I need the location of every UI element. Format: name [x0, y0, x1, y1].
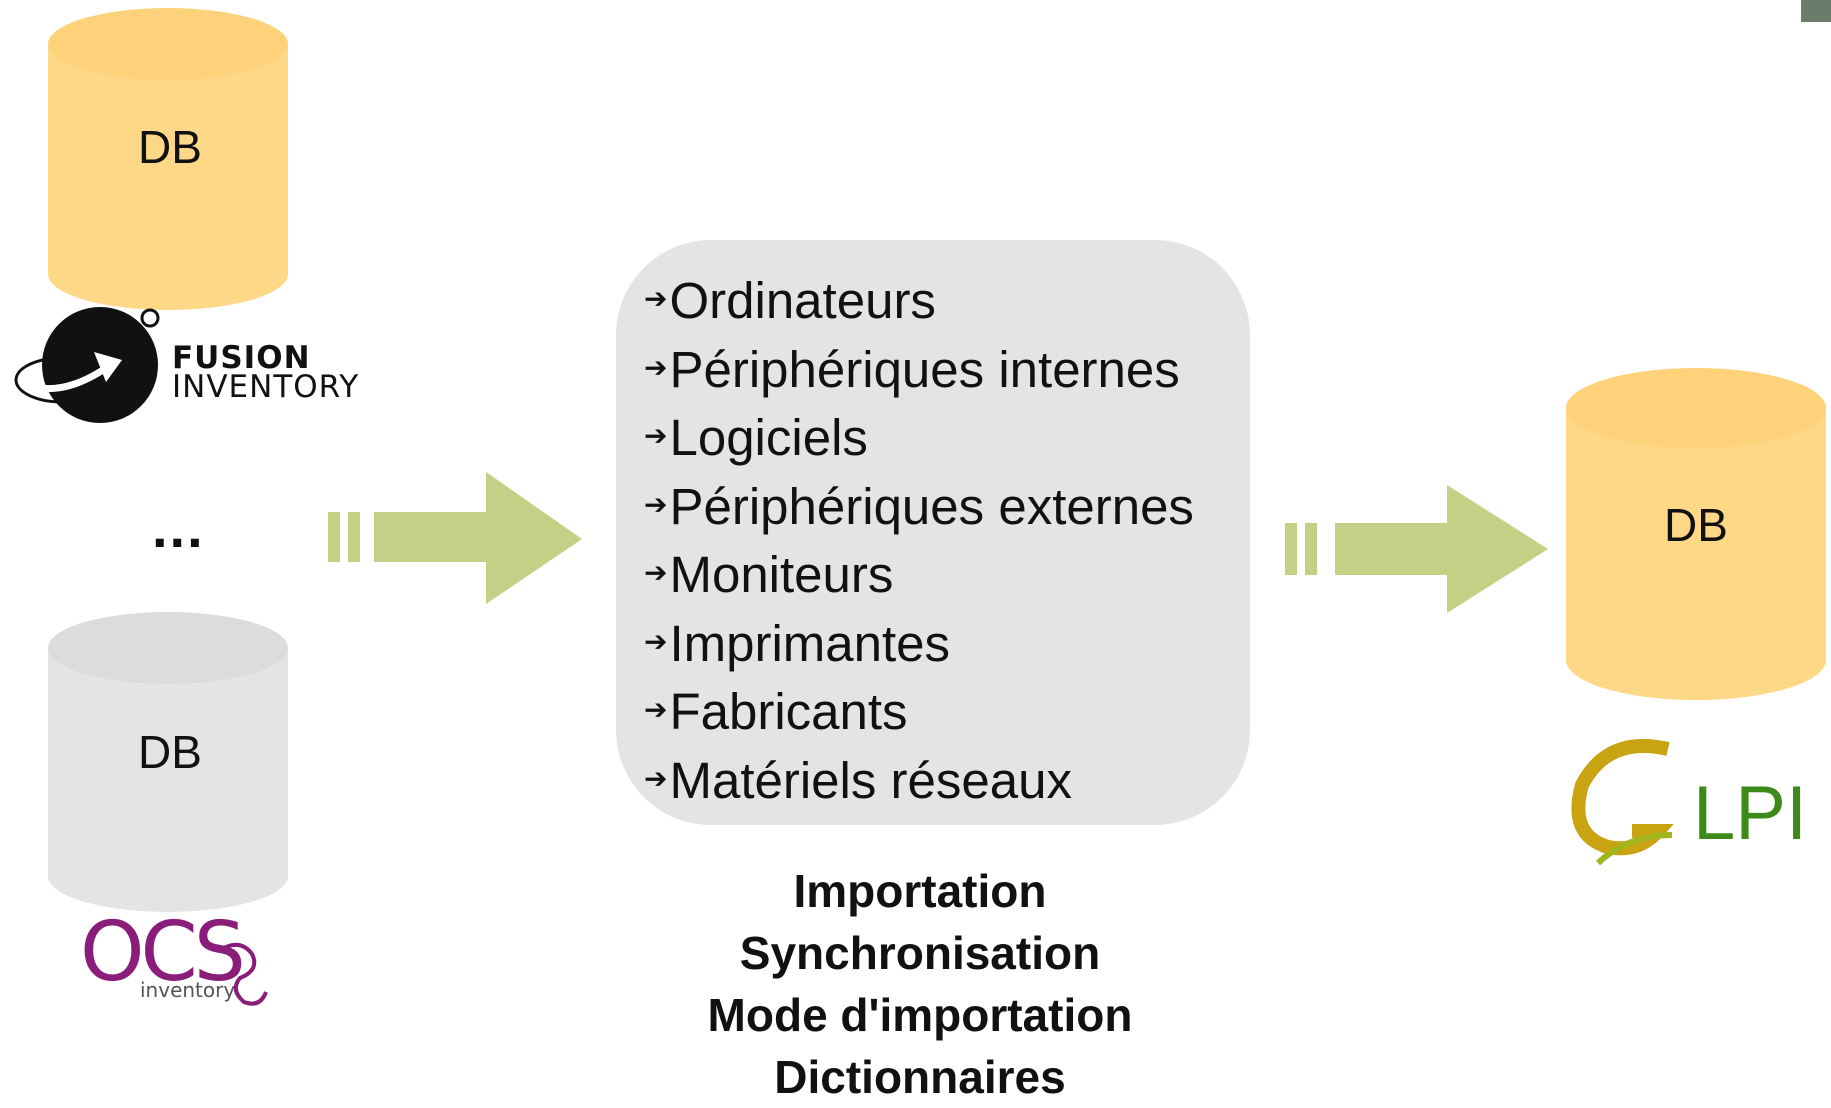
operation-label: Synchronisation — [739, 927, 1101, 979]
operation-label: Dictionnaires — [774, 1051, 1066, 1103]
fusion-logo-line1: FUSION — [172, 340, 311, 376]
target-db-cylinder — [1566, 368, 1826, 700]
top-db-label: DB — [138, 121, 202, 173]
bullet-arrow-icon: ➔ — [644, 625, 668, 657]
ocs-logo-subtitle: inventory — [140, 978, 236, 1002]
target-db-label: DB — [1664, 499, 1728, 551]
corner-decoration — [1801, 0, 1831, 22]
bullet-arrow-icon: ➔ — [644, 762, 668, 794]
list-item: ➔Fabricants — [644, 683, 908, 740]
list-item: ➔Matériels réseaux — [644, 751, 1072, 809]
more-sources-ellipsis: ... — [152, 496, 205, 559]
bullet-arrow-icon: ➔ — [644, 694, 668, 725]
operation-label: Importation — [793, 865, 1047, 917]
bullet-arrow-icon: ➔ — [644, 488, 668, 520]
operation-label: Mode d'importation — [707, 989, 1133, 1041]
ocs-ng-swirl-icon — [218, 942, 268, 1006]
operations-caption: Importation Synchronisation Mode d'impor… — [620, 860, 1220, 1108]
ocs-logo-word: OCS — [80, 905, 246, 1000]
list-item: ➔Ordinateurs — [644, 272, 936, 329]
import-arrow-left — [328, 472, 582, 604]
fusion-logo-line2: INVENTORY — [172, 369, 360, 405]
list-item: ➔Logiciels — [644, 409, 868, 466]
bullet-arrow-icon: ➔ — [644, 351, 668, 383]
list-item: ➔Moniteurs — [644, 546, 894, 603]
fusion-inventory-logo-icon — [14, 307, 160, 423]
list-item: ➔Périphériques externes — [644, 477, 1194, 535]
top-db-cylinder — [48, 8, 288, 310]
bottom-db-cylinder — [48, 612, 288, 912]
imported-items-list: ➔Ordinateurs ➔Périphériques internes ➔Lo… — [644, 266, 1194, 814]
glpi-logo-icon — [1571, 739, 1674, 866]
glpi-logo-text: LPI — [1693, 771, 1808, 856]
bottom-db-label: DB — [138, 726, 202, 778]
bullet-arrow-icon: ➔ — [644, 283, 668, 314]
import-arrow-right — [1285, 485, 1548, 613]
bullet-arrow-icon: ➔ — [644, 420, 668, 451]
imported-items-panel — [616, 240, 1250, 825]
list-item: ➔Périphériques internes — [644, 340, 1180, 398]
list-item: ➔Imprimantes — [644, 614, 951, 672]
bullet-arrow-icon: ➔ — [644, 557, 668, 588]
